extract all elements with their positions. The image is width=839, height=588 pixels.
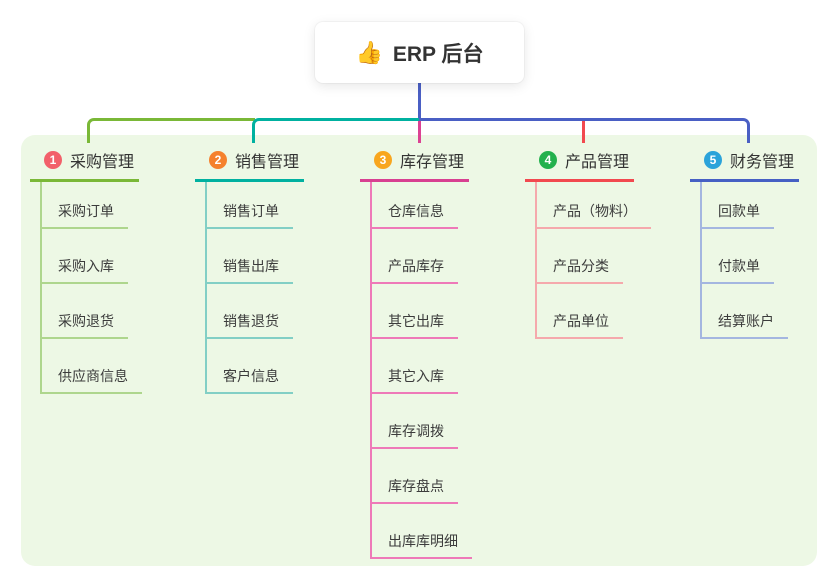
root-node-label: ERP 后台 (392, 42, 484, 66)
module-number-badge: 4 (539, 151, 557, 169)
module-item[interactable]: 回款单 (702, 182, 788, 229)
module-item-label: 付款单 (702, 256, 774, 284)
module-item[interactable]: 产品分类 (537, 229, 651, 284)
module-item-label: 产品分类 (537, 256, 623, 284)
module-item[interactable]: 其它入库 (372, 339, 472, 394)
module-node[interactable]: 4 产品管理 (525, 149, 635, 182)
module-items: 回款单付款单结算账户 (700, 182, 788, 339)
module-item[interactable]: 其它出库 (372, 284, 472, 339)
module-item-label: 销售订单 (207, 201, 293, 229)
module-item[interactable]: 出库库明细 (372, 504, 472, 559)
module-item[interactable]: 产品库存 (372, 229, 472, 284)
module-item-label: 采购入库 (42, 256, 128, 284)
module-label: 销售管理 (235, 154, 300, 171)
module-items: 采购订单采购入库采购退货供应商信息 (40, 182, 142, 394)
module-item-label: 产品（物料） (537, 201, 651, 229)
thumbs-up-icon: 👍 (355, 39, 383, 65)
module-node[interactable]: 1 采购管理 (30, 149, 140, 182)
module-item-label: 供应商信息 (42, 366, 142, 394)
module-number-badge: 1 (44, 151, 62, 169)
module-item[interactable]: 供应商信息 (42, 339, 142, 394)
module-item[interactable]: 销售退货 (207, 284, 293, 339)
module-column: 1 采购管理 采购订单采购入库采购退货供应商信息 (30, 149, 142, 394)
module-item[interactable]: 库存调拨 (372, 394, 472, 449)
module-item-label: 回款单 (702, 201, 774, 229)
module-item[interactable]: 销售出库 (207, 229, 293, 284)
module-item-label: 仓库信息 (372, 201, 458, 229)
module-item-label: 产品单位 (537, 311, 623, 339)
module-node[interactable]: 5 财务管理 (690, 149, 800, 182)
module-items: 销售订单销售出库销售退货客户信息 (205, 182, 293, 394)
connector-drop-product (582, 121, 585, 143)
module-number-badge: 3 (374, 151, 392, 169)
module-item[interactable]: 销售订单 (207, 182, 293, 229)
module-item-label: 销售出库 (207, 256, 293, 284)
modules-panel (21, 135, 817, 566)
module-item-label: 产品库存 (372, 256, 458, 284)
module-item[interactable]: 结算账户 (702, 284, 788, 339)
root-node[interactable]: 👍 ERP 后台 (315, 22, 524, 83)
module-items: 产品（物料） 产品分类产品单位 (535, 182, 651, 339)
module-label: 库存管理 (400, 154, 465, 171)
module-label: 产品管理 (565, 154, 630, 171)
module-item[interactable]: 采购订单 (42, 182, 142, 229)
module-item[interactable]: 产品单位 (537, 284, 651, 339)
module-item-label: 出库库明细 (372, 531, 472, 559)
module-label: 采购管理 (70, 154, 135, 171)
module-column: 4 产品管理 产品（物料） 产品分类产品单位 (525, 149, 651, 339)
connector-branch-finance (419, 118, 750, 143)
module-node[interactable]: 3 库存管理 (360, 149, 470, 182)
module-column: 5 财务管理 回款单付款单结算账户 (690, 149, 800, 339)
module-item-label: 库存调拨 (372, 421, 458, 449)
connector-branch-purchase (87, 118, 255, 143)
module-item-label: 采购订单 (42, 201, 128, 229)
module-item[interactable]: 客户信息 (207, 339, 293, 394)
connector-root-trunk (418, 82, 421, 121)
module-item[interactable]: 仓库信息 (372, 182, 472, 229)
module-item-label: 销售退货 (207, 311, 293, 339)
module-item[interactable]: 采购退货 (42, 284, 142, 339)
module-item-label: 采购退货 (42, 311, 128, 339)
module-item[interactable]: 采购入库 (42, 229, 142, 284)
module-column: 2 销售管理 销售订单销售出库销售退货客户信息 (195, 149, 305, 394)
module-items: 仓库信息产品库存其它出库其它入库库存调拨库存盘点出库库明细 (370, 182, 472, 559)
module-item-label: 其它入库 (372, 366, 458, 394)
module-number-badge: 5 (704, 151, 722, 169)
module-item[interactable]: 付款单 (702, 229, 788, 284)
connector-branch-sales (252, 118, 422, 143)
module-node[interactable]: 2 销售管理 (195, 149, 305, 182)
module-label: 财务管理 (730, 154, 795, 171)
module-column: 3 库存管理 仓库信息产品库存其它出库其它入库库存调拨库存盘点出库库明细 (360, 149, 472, 559)
module-item-label: 客户信息 (207, 366, 293, 394)
module-item-label: 库存盘点 (372, 476, 458, 504)
module-number-badge: 2 (209, 151, 227, 169)
module-item[interactable]: 库存盘点 (372, 449, 472, 504)
module-item[interactable]: 产品（物料） (537, 182, 651, 229)
module-item-label: 结算账户 (702, 311, 788, 339)
connector-drop-inventory (418, 121, 421, 143)
module-item-label: 其它出库 (372, 311, 458, 339)
